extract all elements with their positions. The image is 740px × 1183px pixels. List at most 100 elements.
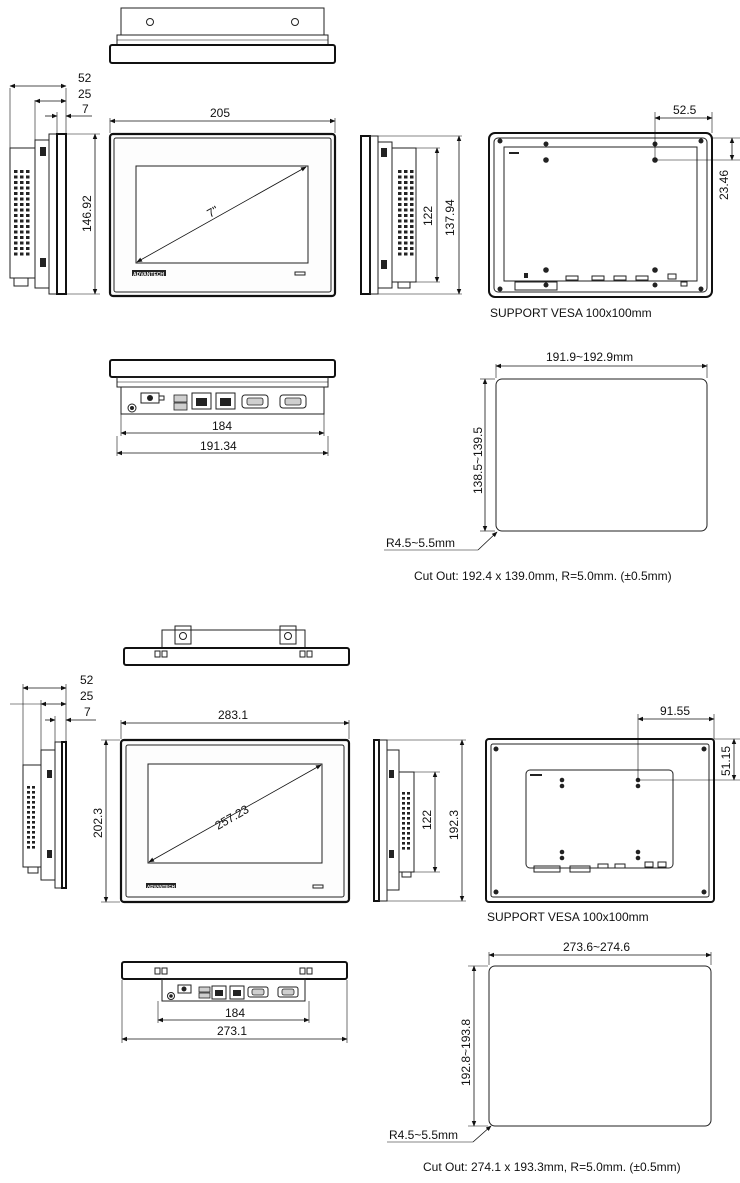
vent-slot <box>20 225 24 228</box>
vent-slot <box>402 792 405 795</box>
vent-slot <box>402 837 405 840</box>
vent-slot <box>398 192 402 195</box>
vent-slot <box>410 170 414 173</box>
s1-cutout: 191.9~192.9mm 138.5~139.5 R4.5~5.5mm <box>384 350 708 551</box>
vent-slot <box>27 786 30 789</box>
vent-slot <box>26 175 30 179</box>
s2-right-dims: 122 192.3 <box>387 739 466 902</box>
vent-slot <box>410 192 414 195</box>
vent-slot <box>27 801 30 804</box>
vent-slot <box>27 796 30 799</box>
vent-slot <box>410 186 414 190</box>
vent-slot <box>27 826 30 829</box>
s1-dim-depth-small: 7 <box>82 102 89 116</box>
vent-slot <box>410 252 414 256</box>
vent-slot <box>402 807 405 810</box>
s2-dim-cutout-w: 273.6~274.6 <box>563 940 630 954</box>
vent-slot <box>32 806 35 809</box>
vent-slot <box>404 181 408 184</box>
vent-slot <box>32 841 35 844</box>
vent-slot <box>14 225 18 228</box>
vent-slot <box>407 802 410 805</box>
vent-slot <box>402 817 405 820</box>
vent-slot <box>20 181 24 184</box>
vent-slot <box>27 821 30 824</box>
vent-slot <box>32 786 35 789</box>
vent-slot <box>14 197 18 201</box>
s1-dim-back-vesa-y: 23.46 <box>717 170 731 200</box>
s2-dim-depth-total: 52 <box>80 673 94 687</box>
s2-front-dims: 283.1 202.3 <box>91 708 350 903</box>
vent-slot <box>32 791 35 794</box>
vent-slot <box>410 203 414 206</box>
s1-dim-bottom-outer: 191.34 <box>200 439 237 453</box>
s2-dim-height-side: 202.3 <box>91 808 105 838</box>
vent-slot <box>14 236 18 239</box>
vent-slot <box>407 827 410 830</box>
vent-slot <box>26 186 30 190</box>
vent-slot <box>404 170 408 173</box>
vent-slot <box>27 811 30 814</box>
vent-slot <box>26 252 30 256</box>
vent-slot <box>410 197 414 201</box>
s1-dim-bottom-inner: 184 <box>212 419 232 433</box>
vent-slot <box>398 230 402 234</box>
s1-bottom-view <box>109 359 336 415</box>
vent-slot <box>398 241 402 245</box>
vent-slot <box>27 836 30 839</box>
vent-slot <box>407 807 410 810</box>
vent-slot <box>402 812 405 815</box>
vent-slot <box>402 797 405 800</box>
vent-slot <box>402 822 405 825</box>
vent-slot <box>27 841 30 844</box>
vent-slot <box>410 175 414 179</box>
s2-dim-width-front: 283.1 <box>218 708 248 722</box>
vent-slot <box>410 219 414 223</box>
vent-slot <box>20 170 24 173</box>
vent-slot <box>26 170 30 173</box>
vent-slot <box>26 181 30 184</box>
vent-slot <box>32 836 35 839</box>
s2-corner-radius: R4.5~5.5mm <box>389 1128 458 1142</box>
s2-bottom-dims: 184 273.1 <box>121 980 348 1043</box>
vent-slot <box>398 219 402 223</box>
vent-slot <box>404 230 408 234</box>
vent-slot <box>32 796 35 799</box>
vent-slot <box>14 192 18 195</box>
vent-slot <box>14 230 18 234</box>
vent-slot <box>14 181 18 184</box>
s1-corner-radius: R4.5~5.5mm <box>386 536 455 550</box>
s1-dim-height-right-outer: 137.94 <box>443 199 457 236</box>
vent-slot <box>410 247 414 250</box>
s1-dim-height-side: 146.92 <box>80 195 94 232</box>
s1-dim-cutout-h: 138.5~139.5 <box>471 427 485 494</box>
vent-slot <box>20 247 24 250</box>
vent-slot <box>20 219 24 223</box>
vent-slot <box>20 208 24 212</box>
vent-slot <box>402 847 405 850</box>
s2-cutout-note: Cut Out: 274.1 x 193.3mm, R=5.0mm. (±0.5… <box>423 1160 681 1174</box>
s1-cutout-note: Cut Out: 192.4 x 139.0mm, R=5.0mm. (±0.5… <box>414 569 672 583</box>
vent-slot <box>20 214 24 217</box>
s2-top-view <box>123 625 350 666</box>
vent-slot <box>398 225 402 228</box>
vent-slot <box>32 826 35 829</box>
vent-slot <box>407 812 410 815</box>
vent-slot <box>32 816 35 819</box>
s1-back-view <box>488 132 713 298</box>
vent-slot <box>410 236 414 239</box>
s1-dim-cutout-w: 191.9~192.9mm <box>546 350 633 364</box>
s1-right-side-view <box>360 135 417 295</box>
vent-slot <box>410 214 414 217</box>
vent-slot <box>26 203 30 206</box>
vent-slot <box>398 197 402 201</box>
vent-slot <box>26 214 30 217</box>
vent-slot <box>404 208 408 212</box>
vent-slot <box>404 197 408 201</box>
s2-dim-height-right-outer: 192.3 <box>447 810 461 840</box>
vent-slot <box>32 821 35 824</box>
vent-slot <box>26 192 30 195</box>
s2-dim-depth-small: 7 <box>84 705 91 719</box>
s2-front-view: 257.23 ADVANTECH <box>119 738 351 904</box>
vent-slot <box>404 192 408 195</box>
